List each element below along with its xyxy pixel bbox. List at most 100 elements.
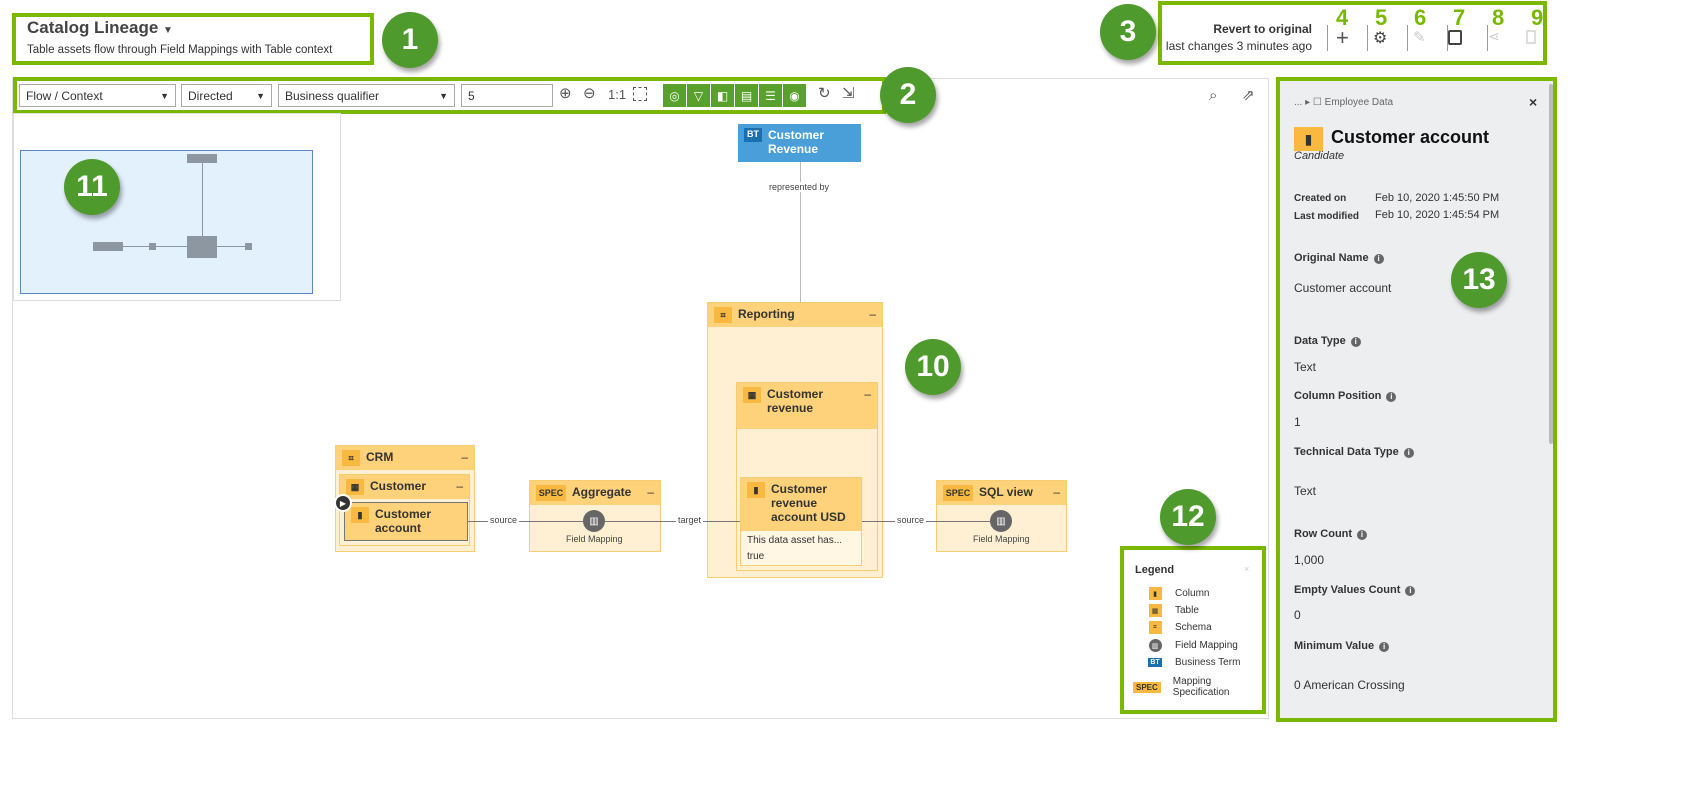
annotation-10: 10 xyxy=(905,339,961,395)
annotation-5: 5 xyxy=(1375,5,1388,30)
compass-icon[interactable]: ◎ xyxy=(663,84,686,107)
schema-icon: ⌗ xyxy=(342,450,360,466)
field-value: 0 American Crossing xyxy=(1294,678,1405,692)
field-value: Text xyxy=(1294,360,1317,374)
edge-label-source: source xyxy=(488,515,520,525)
filter-icon[interactable]: ▽ xyxy=(687,84,710,107)
field-value: Text xyxy=(1294,484,1317,498)
legend-close-icon[interactable]: × xyxy=(1244,564,1250,574)
schema-icon: ⌗ xyxy=(1148,621,1162,634)
eye-icon[interactable]: ◉ xyxy=(783,84,806,107)
revert-button[interactable]: Revert to original xyxy=(1213,22,1312,36)
chevron-down-icon: ▼ xyxy=(256,90,265,101)
chevron-down-icon: ▼ xyxy=(439,90,448,101)
qualifier-select[interactable]: Business qualifier▼ xyxy=(278,84,455,107)
annotation-box-13 xyxy=(1276,77,1557,722)
annotation-7: 7 xyxy=(1453,5,1466,30)
status-badge: Candidate xyxy=(1294,150,1345,162)
tag-icon[interactable]: ◧ xyxy=(711,84,734,107)
legend-item-field-mapping: ▥Field Mapping xyxy=(1145,639,1238,652)
collapse-button[interactable]: – xyxy=(456,479,463,493)
view-select[interactable]: Flow / Context▼ xyxy=(19,84,176,107)
column-icon: ▮ xyxy=(747,482,765,498)
annotation-box-1 xyxy=(12,13,374,65)
collapse-button[interactable]: – xyxy=(864,387,871,401)
info-icon[interactable]: i xyxy=(1373,254,1384,264)
layout-icon[interactable]: ▤ xyxy=(735,84,758,107)
edge-label-target: target xyxy=(676,515,704,525)
depth-input[interactable]: 5 xyxy=(461,84,553,107)
collapse-button[interactable]: – xyxy=(1053,485,1060,499)
column-node-revenue-account[interactable]: ▮Customer revenue account USD This data … xyxy=(740,477,862,566)
schema-icon: ⌗ xyxy=(714,307,732,323)
zoom-out-icon[interactable]: ⊖ xyxy=(583,85,596,102)
annotation-11: 11 xyxy=(64,159,120,215)
direction-select[interactable]: Directed▼ xyxy=(181,84,272,107)
list-icon[interactable]: ☰ xyxy=(759,84,782,107)
info-icon[interactable]: i xyxy=(1357,530,1368,540)
info-icon[interactable]: i xyxy=(1350,337,1361,347)
field-mapping-label: Field Mapping xyxy=(973,534,1030,544)
field-mapping-icon[interactable]: ▥ xyxy=(583,510,605,532)
annotation-6: 6 xyxy=(1414,5,1427,30)
annotation-12: 12 xyxy=(1160,489,1216,545)
minimap[interactable] xyxy=(13,113,341,301)
business-term-badge: BT xyxy=(744,128,762,142)
zoom-reset-button[interactable]: 1:1 xyxy=(608,87,627,102)
annotation-8: 8 xyxy=(1492,5,1505,30)
play-icon[interactable]: ▶ xyxy=(334,494,352,512)
legend-item-table: ▦Table xyxy=(1145,604,1199,617)
column-node-customer-account[interactable]: ▮Customer account xyxy=(344,502,468,541)
table-icon: ▦ xyxy=(346,479,364,495)
spec-badge: SPEC xyxy=(536,485,566,501)
annotation-box-2 xyxy=(13,77,886,114)
collapse-button[interactable]: – xyxy=(647,485,654,499)
fit-screen-icon[interactable] xyxy=(633,87,647,101)
zoom-in-icon[interactable]: ⊕ xyxy=(559,85,572,102)
info-icon[interactable]: i xyxy=(1386,392,1397,402)
external-link-icon[interactable]: ⇗ xyxy=(1242,87,1255,104)
column-icon: ▮ xyxy=(1294,127,1323,151)
legend-item-column: ▮Column xyxy=(1145,587,1209,600)
search-icon[interactable]: ⌕ xyxy=(1209,87,1218,104)
edge-label-source: source xyxy=(895,515,927,525)
page-subtitle: Table assets flow through Field Mappings… xyxy=(27,44,333,56)
column-icon: ▮ xyxy=(351,507,369,523)
spec-icon: SPEC xyxy=(1133,681,1161,693)
chevron-down-icon: ▼ xyxy=(160,90,169,101)
page-title[interactable]: Catalog Lineage ▼ xyxy=(27,18,173,37)
annotation-2: 2 xyxy=(880,67,936,123)
last-changes-text: last changes 3 minutes ago xyxy=(1165,39,1312,53)
info-icon[interactable]: i xyxy=(1403,448,1414,458)
collapse-button[interactable]: – xyxy=(461,450,468,464)
field-value: 0 xyxy=(1294,608,1301,622)
toolbar-dividers xyxy=(1327,25,1527,51)
annotation-3: 3 xyxy=(1100,4,1156,60)
field-value: 1,000 xyxy=(1294,553,1325,567)
annotation-box-12 xyxy=(1120,546,1266,714)
field-value: Customer account xyxy=(1294,281,1392,295)
breadcrumb[interactable]: ... ▸ ☐ Employee Data xyxy=(1294,97,1394,108)
info-icon[interactable]: i xyxy=(1405,586,1416,596)
panel-scrollbar[interactable] xyxy=(1549,84,1553,444)
annotation-4: 4 xyxy=(1336,5,1349,30)
business-term-node[interactable]: BT Customer Revenue xyxy=(738,124,861,162)
chevron-down-icon[interactable]: ▼ xyxy=(163,25,173,36)
edge-source-1 xyxy=(468,521,583,522)
annotation-13: 13 xyxy=(1451,252,1507,308)
export-icon[interactable]: ⇲ xyxy=(842,85,855,102)
field-value: 1 xyxy=(1294,415,1301,429)
collapse-button[interactable]: – xyxy=(869,307,876,321)
info-icon[interactable]: i xyxy=(1379,642,1390,652)
minimap-viewport[interactable] xyxy=(20,150,313,294)
annotation-9: 9 xyxy=(1531,5,1544,30)
close-icon[interactable]: × xyxy=(1529,94,1538,110)
field-mapping-icon[interactable]: ▥ xyxy=(990,510,1012,532)
refresh-icon[interactable]: ↻ xyxy=(818,85,831,102)
